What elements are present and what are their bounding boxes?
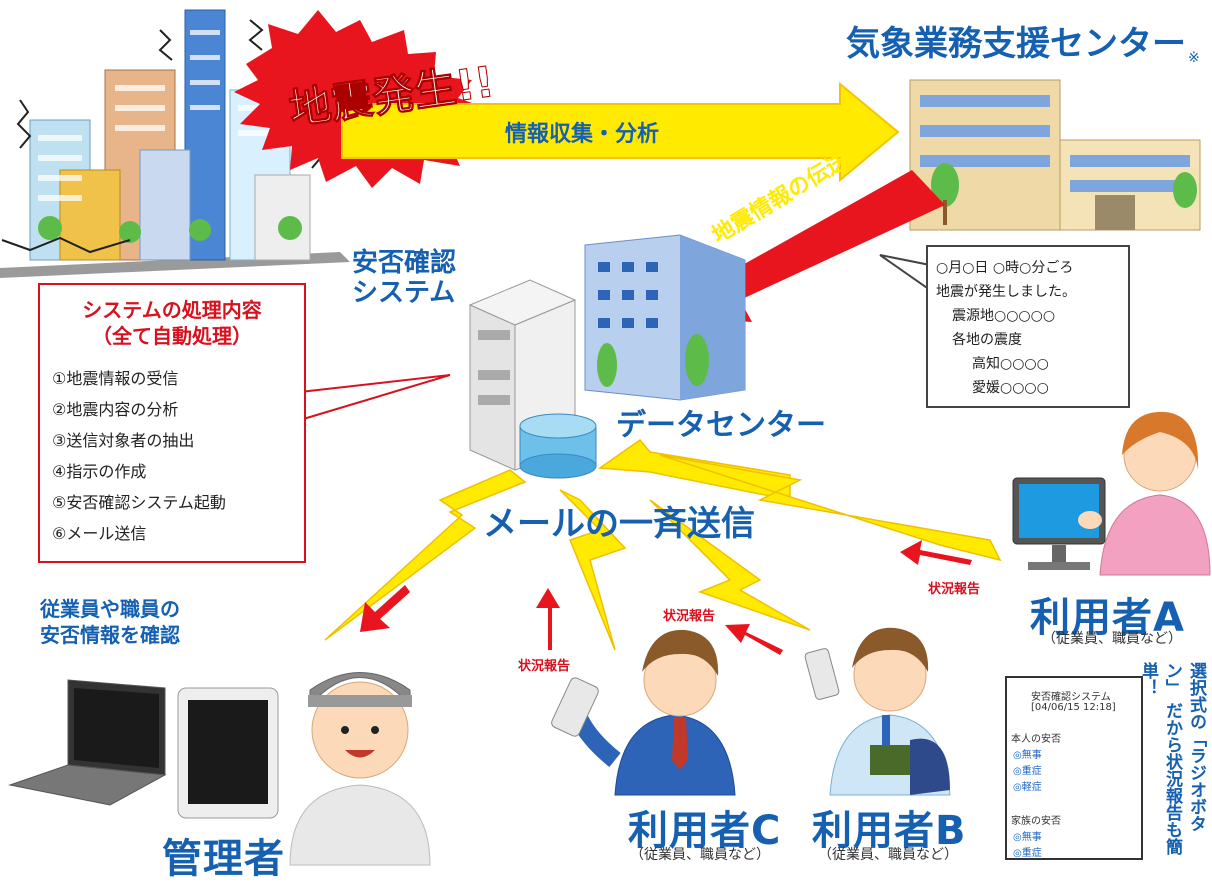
user-b-sub: （従業員、職員など） <box>818 847 958 863</box>
radio-option[interactable]: ◎重症 <box>1013 766 1042 777</box>
process-box-title: システムの処理内容 （全て自動処理） <box>40 297 304 349</box>
person-icon <box>289 672 431 866</box>
mail-broadcast-bolts <box>324 438 1002 651</box>
radio-option[interactable]: ◎無事 <box>1013 750 1042 761</box>
process-item: ⑤安否確認システム起動 <box>52 493 226 512</box>
admin-caption: 従業員や職員の 安否情報を確認 <box>40 596 180 648</box>
system-label-line2: システム <box>352 278 456 308</box>
admin-label: 管理者 <box>162 836 285 882</box>
person-icon <box>829 627 951 796</box>
radio-option[interactable]: ◎軽症 <box>1013 782 1042 793</box>
status-report-label: 状況報告 <box>518 659 571 674</box>
status-report-label: 状況報告 <box>928 582 981 597</box>
quake-info-box: ○月○日 ○時○分ごろ 地震が発生しました。 震源地○○○○○ 各地の震度 高知… <box>926 245 1130 408</box>
radio-screen-panel: 安否確認システム [04/06/15 12:18] 本人の安否 ◎無事 ◎重症 … <box>1005 676 1143 860</box>
person-icon <box>1078 411 1211 576</box>
quake-info-line: 高知○○○○ <box>972 356 1049 372</box>
status-report-label: 状況報告 <box>663 609 716 624</box>
radio-note-line1: 選択式の「ラジオボタン」 <box>1162 662 1206 832</box>
quake-info-line: 震源地○○○○○ <box>952 308 1056 324</box>
radio-option[interactable]: ◎重症 <box>1013 848 1042 859</box>
process-box: システムの処理内容 （全て自動処理） ①地震情報の受信 ②地震内容の分析 ③送信… <box>38 283 306 563</box>
process-item: ④指示の作成 <box>52 462 147 481</box>
radio-section: 家族の安否 <box>1011 816 1061 827</box>
office-building-icon <box>909 79 1201 231</box>
admin-caption-line1: 従業員や職員の <box>40 597 180 621</box>
datacenter-building-icon <box>584 234 746 401</box>
radio-note: 選択式の「ラジオボタン」 だから状況報告も簡単！ <box>1138 662 1208 862</box>
quake-info-line: 地震が発生しました。 <box>936 284 1076 300</box>
transmit-arrow <box>690 170 945 322</box>
process-list: ①地震情報の受信 ②地震内容の分析 ③送信対象者の抽出 ④指示の作成 ⑤安否確認… <box>52 363 304 549</box>
user-b-label: 利用者B <box>812 808 967 854</box>
weather-center-title: 気象業務支援センター <box>846 24 1186 64</box>
process-title-line1: システムの処理内容 <box>82 298 262 322</box>
datacenter-label: データセンター <box>616 408 826 443</box>
city-buildings-icon <box>0 9 350 278</box>
quake-info-line: 愛媛○○○○ <box>972 380 1049 396</box>
process-title-line2: （全て自動処理） <box>92 324 252 348</box>
process-callout-tail <box>299 374 451 422</box>
user-a-sub: （従業員、職員など） <box>1042 631 1182 647</box>
quake-info-line: 各地の震度 <box>952 332 1022 348</box>
process-item: ⑥メール送信 <box>52 524 147 543</box>
collect-analyze-label: 情報収集・分析 <box>505 122 660 147</box>
info-callout-tail <box>879 254 931 292</box>
weather-center-note-mark: ※ <box>1188 50 1200 66</box>
system-label-line1: 安否確認 <box>352 248 457 278</box>
user-c-sub: （従業員、職員など） <box>630 847 770 863</box>
radio-header: [04/06/15 12:18] <box>1031 702 1116 713</box>
status-arrows <box>360 540 972 655</box>
quake-info-line: ○月○日 ○時○分ごろ <box>936 260 1074 276</box>
radio-option[interactable]: ◎無事 <box>1013 832 1042 843</box>
process-item: ③送信対象者の抽出 <box>52 431 195 450</box>
process-item: ①地震情報の受信 <box>52 369 179 388</box>
system-label: 安否確認 システム <box>352 248 456 308</box>
bulk-mail-label: メールの一斉送信 <box>483 504 755 544</box>
admin-caption-line2: 安否情報を確認 <box>40 623 180 647</box>
radio-section: 本人の安否 <box>1011 734 1061 745</box>
desktop-monitor-icon <box>1012 477 1106 570</box>
user-a-label: 利用者A <box>1030 595 1185 641</box>
tablet-icon <box>177 687 279 819</box>
radio-header: 安否確認システム <box>1031 692 1111 703</box>
radio-note-line2: だから状況報告も簡単！ <box>1138 662 1182 855</box>
process-item: ②地震内容の分析 <box>52 400 179 419</box>
smartphone-icon <box>551 677 599 737</box>
smartphone-icon <box>804 648 840 700</box>
user-c-label: 利用者C <box>628 808 782 854</box>
collect-analyze-arrow <box>341 81 900 183</box>
laptop-icon <box>8 679 167 806</box>
database-icon <box>519 413 597 479</box>
person-icon <box>571 629 736 796</box>
